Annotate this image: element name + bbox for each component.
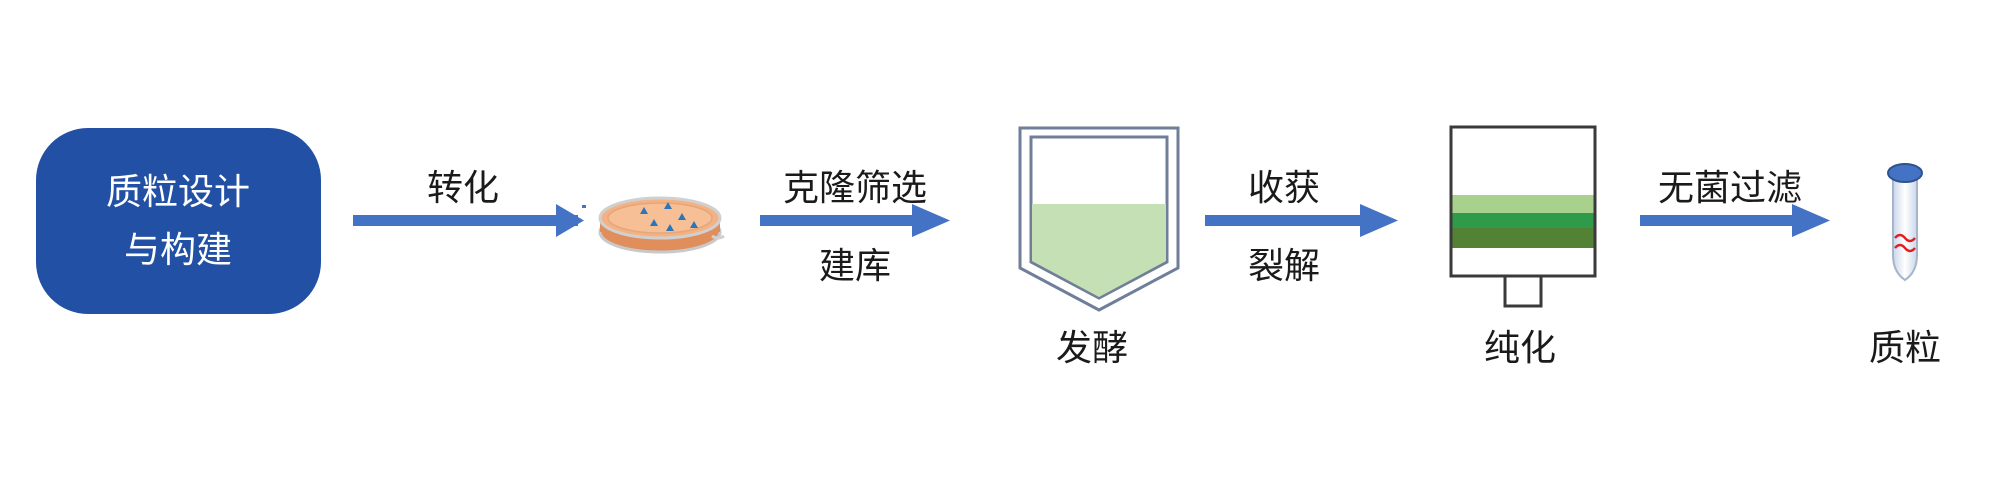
design-label-line1: 质粒设计 — [106, 172, 250, 213]
screening-label-line2: 建库 — [819, 246, 891, 287]
design-label-line2: 与构建 — [124, 230, 232, 271]
arrow-shaft — [760, 215, 932, 226]
fermenter-icon: 发酵 — [1018, 126, 1180, 369]
arrow-shaft — [353, 215, 578, 226]
arrow-head — [1792, 204, 1830, 237]
arrow-transform: 转化 — [353, 168, 586, 237]
arrow-shaft — [1205, 215, 1380, 226]
plasmid-label: 质粒 — [1869, 328, 1941, 369]
harvest-label-line2: 裂解 — [1248, 246, 1320, 287]
design-box-shape — [36, 128, 321, 314]
arrow-head — [1360, 204, 1398, 237]
transform-label: 转化 — [427, 168, 499, 209]
arrow-head — [912, 204, 950, 237]
plasmid-tube-icon: 质粒 — [1869, 163, 1941, 369]
band-light — [1452, 195, 1594, 213]
screening-label-line1: 克隆筛选 — [783, 168, 927, 209]
dna-strand — [1894, 233, 1916, 243]
filtration-label: 无菌过滤 — [1658, 168, 1802, 209]
arrow-shaft — [1640, 215, 1812, 226]
tube-cap — [1887, 163, 1923, 183]
band-dark — [1452, 228, 1594, 248]
ferment-label: 发酵 — [1056, 328, 1128, 369]
band-mid — [1452, 213, 1594, 228]
arrow-screening: 克隆筛选 建库 — [760, 168, 950, 287]
arrow-filtration: 无菌过滤 — [1640, 168, 1830, 237]
purify-label: 纯化 — [1484, 328, 1556, 369]
harvest-label-line1: 收获 — [1248, 168, 1320, 209]
petri-dish-icon — [598, 196, 725, 254]
colony-dots — [640, 202, 698, 231]
arrow-harvest: 收获 裂解 — [1205, 168, 1398, 287]
chromatography-column-icon: 纯化 — [1449, 125, 1597, 369]
plasmid-design-box: 质粒设计 与构建 — [36, 128, 321, 314]
arrow-head — [556, 204, 584, 237]
